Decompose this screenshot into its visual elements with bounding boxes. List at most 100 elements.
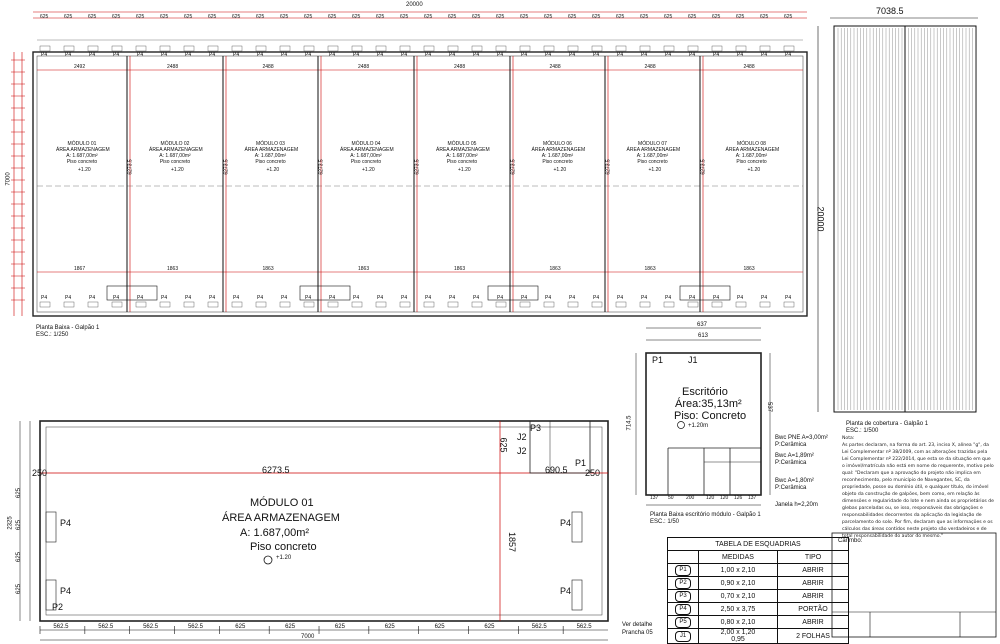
- schedule-header-type: TIPO: [777, 550, 849, 564]
- bottom-door-tag: P4: [449, 295, 456, 301]
- module-label-8-3: Piso concreto: [736, 159, 767, 165]
- opening-code-badge: P2: [675, 577, 691, 589]
- top-door-tag: P4: [401, 52, 408, 58]
- top-door-tag: P4: [233, 52, 240, 58]
- opening-size: 1,00 x 2,10: [698, 563, 778, 577]
- door-symbol: [711, 301, 723, 308]
- module-level-5: +1.20: [458, 167, 471, 173]
- door-symbol: [159, 45, 171, 52]
- top-door-tag: P4: [689, 52, 696, 58]
- door-symbol: [471, 301, 483, 308]
- door-symbol: [111, 45, 123, 52]
- opening-size: 2,50 x 3,75: [698, 602, 778, 616]
- detail-bottom-dim-9: 625: [484, 624, 495, 630]
- module-width-1: 2492: [74, 64, 86, 70]
- door-symbol: [663, 301, 675, 308]
- bottom-door-tag: P4: [113, 295, 120, 301]
- office-floor: Piso: Concreto: [674, 410, 747, 422]
- door-tag-p3: P3: [530, 423, 542, 433]
- schedule-title: TABELA DE ESQUADRIAS: [667, 537, 849, 551]
- module-label-5-2: A: 1.687,00m²: [446, 153, 478, 159]
- door-symbol: [591, 45, 603, 52]
- office-area: Área:35,13m²: [675, 398, 742, 410]
- door-symbol: [543, 45, 555, 52]
- module-label-7-2: A: 1.687,00m²: [636, 153, 669, 159]
- detail-bottom-dim-8: 625: [434, 624, 445, 630]
- bottom-door-tag: P4: [305, 295, 312, 301]
- top-door-tag: P4: [569, 52, 576, 58]
- bottom-door-tag: P4: [497, 295, 504, 301]
- detail-total-width: 7000: [301, 634, 315, 640]
- office-block: [106, 285, 158, 301]
- top-dim-14: 625: [376, 14, 385, 20]
- door-symbol: [447, 301, 459, 308]
- top-door-tag: P4: [617, 52, 624, 58]
- door-symbol: [303, 301, 315, 308]
- module-bottom-width-8: 1863: [743, 266, 755, 272]
- bottom-door-tag: P4: [353, 295, 360, 301]
- door-symbol: [615, 301, 627, 308]
- top-dim-6: 625: [184, 14, 193, 20]
- door-symbol: [687, 301, 699, 308]
- module-depth-6: 6273.5: [605, 159, 612, 175]
- module-width-3: 2488: [262, 64, 274, 70]
- door-tag-p2: P2: [52, 602, 64, 612]
- title-block-label: Carimbo:: [838, 538, 863, 544]
- roof-plan: [817, 17, 978, 413]
- detail-note: Ver detalhe: [622, 622, 653, 628]
- top-door-tag: P4: [497, 52, 504, 58]
- detail-height-625: 625: [498, 437, 509, 453]
- door-symbol: [327, 45, 339, 52]
- detail-left-dim-2: 625: [16, 551, 23, 563]
- module-depth-3: 6273.5: [318, 159, 325, 175]
- office-block: [299, 285, 351, 301]
- door-symbol: [759, 301, 771, 308]
- opening-type: ABRIR: [777, 615, 849, 629]
- module-label-8-2: A: 1.687,00m²: [735, 153, 768, 159]
- schedule-header-code: [667, 550, 699, 564]
- bottom-door-tag: P4: [65, 295, 72, 301]
- door-symbol: [87, 45, 99, 52]
- module-label-3-3: Piso concreto: [255, 159, 286, 165]
- office-bottom-dim-6: 137: [748, 495, 757, 501]
- module-label-4-2: A: 1.687,00m²: [350, 153, 382, 159]
- bottom-door-tag: P4: [593, 295, 600, 301]
- door-symbol: [495, 45, 507, 52]
- bottom-door-tag: P4: [545, 295, 552, 301]
- office-plan: [635, 327, 771, 506]
- top-plan-title: Planta Baixa - Galpão 1: [36, 325, 100, 331]
- detail-area-name: ÁREA ARMAZENAGEM: [222, 512, 340, 524]
- opening-type: ABRIR: [777, 589, 849, 603]
- top-dim-18: 625: [472, 14, 481, 20]
- top-door-tag: P4: [425, 52, 432, 58]
- opening-size: 0,90 x 2,10: [698, 576, 778, 590]
- detail-bottom-dim-5: 625: [285, 624, 296, 630]
- top-dim-30: 625: [760, 14, 769, 20]
- opening-size: 0,70 x 2,10: [698, 589, 778, 603]
- top-dim-15: 625: [400, 14, 409, 20]
- top-door-tag: P4: [353, 52, 360, 58]
- detail-bottom-dim-11: 562.5: [576, 624, 592, 630]
- opening-code-badge: P4: [675, 603, 691, 615]
- opening-size: 0,80 x 2,10: [698, 615, 778, 629]
- door-tag-p4-1: P4: [60, 518, 72, 528]
- opening-code-badge: P1: [675, 564, 691, 576]
- bottom-door-tag: P4: [569, 295, 576, 301]
- opening-code-badge: P3: [675, 590, 691, 602]
- top-door-tag: P4: [209, 52, 216, 58]
- opening-type: 2 FOLHAS: [777, 628, 849, 644]
- door-symbol: [63, 45, 75, 52]
- top-dim-4: 625: [136, 14, 145, 20]
- bottom-door-tag: P4: [329, 295, 336, 301]
- detail-left-dim-1: 625: [16, 519, 23, 531]
- top-door-tag: P4: [89, 52, 96, 58]
- door-symbol: [183, 301, 195, 308]
- module-label-5-0: MÓDULO 05: [447, 141, 477, 147]
- module-bottom-width-6: 1863: [549, 266, 561, 272]
- detail-bottom-dim-6: 625: [334, 624, 345, 630]
- module-label-8-1: ÁREA ARMAZENAGEM: [725, 147, 780, 153]
- door-symbol: [63, 301, 75, 308]
